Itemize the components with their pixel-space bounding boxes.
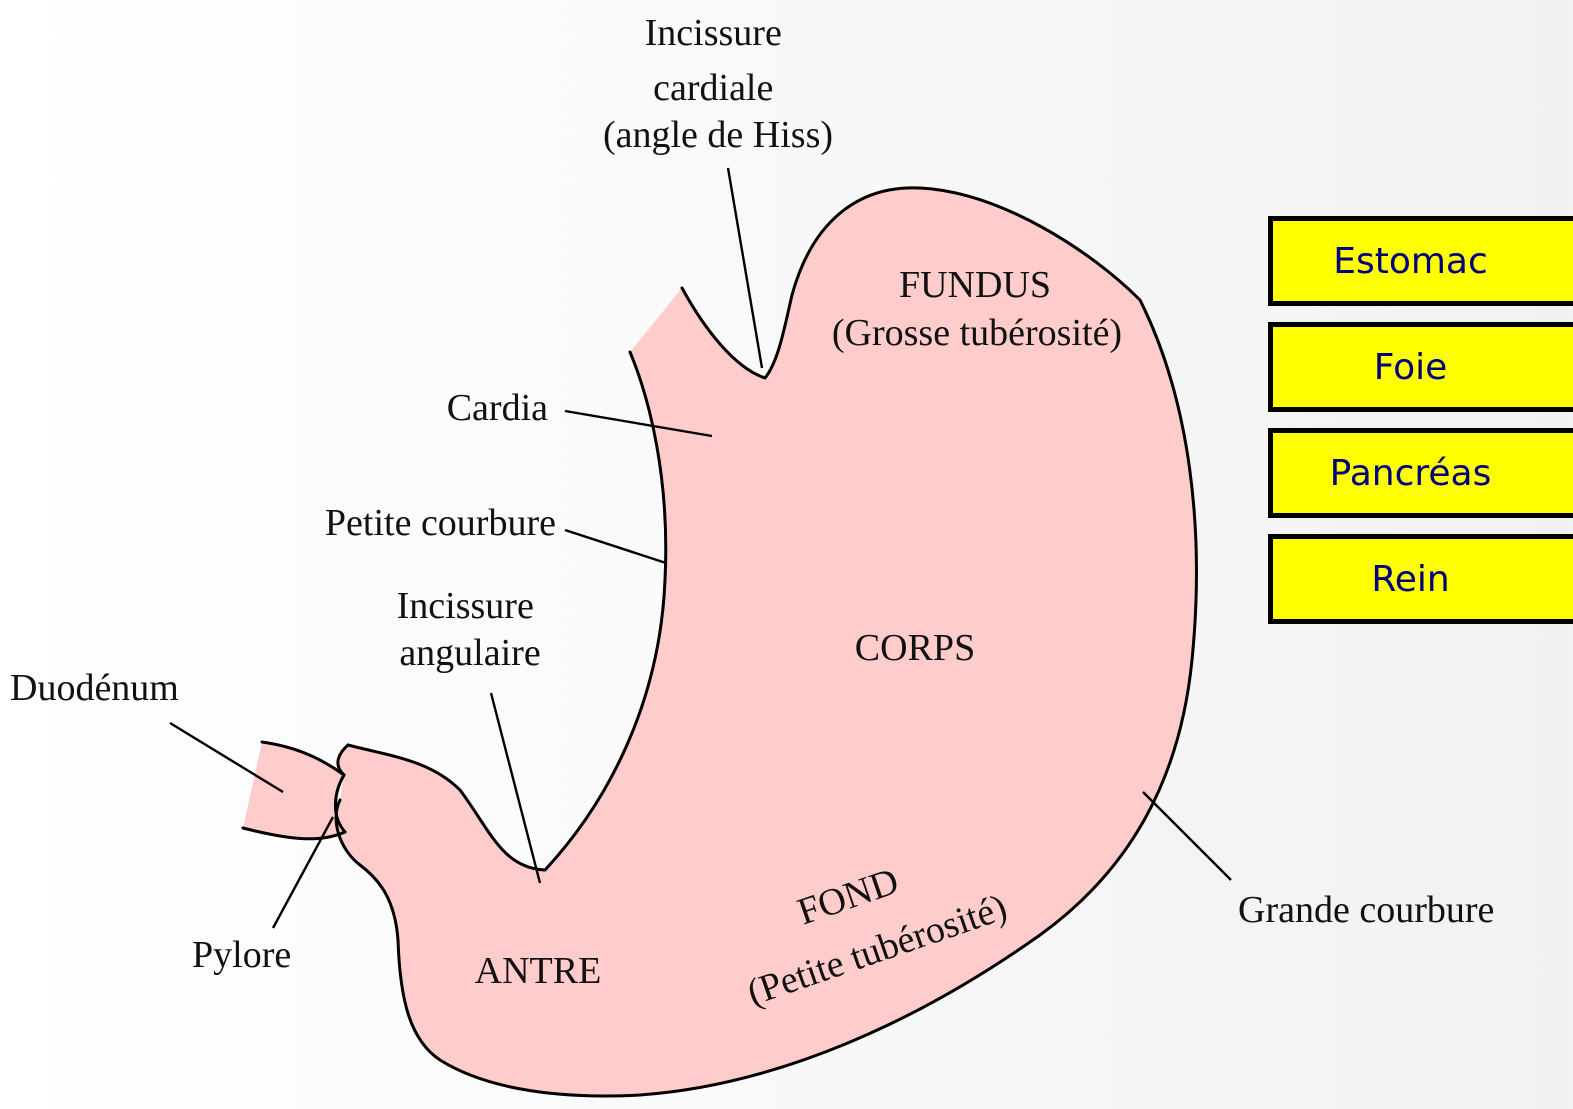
label-duodenum: Duodénum (10, 667, 179, 709)
button-foie[interactable]: Foie (1268, 322, 1573, 412)
label-petite-courbure: Petite courbure (325, 502, 556, 544)
label-fundus: FUNDUS (899, 264, 1051, 306)
label-antre: ANTRE (475, 950, 602, 992)
button-estomac[interactable]: Estomac (1268, 216, 1573, 306)
button-rein[interactable]: Rein (1268, 534, 1573, 624)
label-grande-courbure: Grande courbure (1238, 889, 1494, 931)
label-fundus-sub: (Grosse tubérosité) (832, 312, 1122, 354)
leader-grande-courbure (1143, 792, 1231, 880)
label-pylore: Pylore (192, 934, 291, 976)
label-corps: CORPS (855, 627, 975, 669)
label-incisure-angulaire: Incissure angulaire (397, 585, 544, 674)
label-incisure-cardiale: Incissure cardiale (angle de Hiss) (603, 12, 833, 156)
button-pancreas[interactable]: Pancréas (1268, 428, 1573, 518)
leader-incisure-cardiale (728, 168, 762, 368)
leader-petite-courbure (565, 530, 666, 563)
organ-button-list: Estomac Foie Pancréas Rein (1268, 216, 1573, 640)
label-cardia: Cardia (447, 387, 548, 429)
